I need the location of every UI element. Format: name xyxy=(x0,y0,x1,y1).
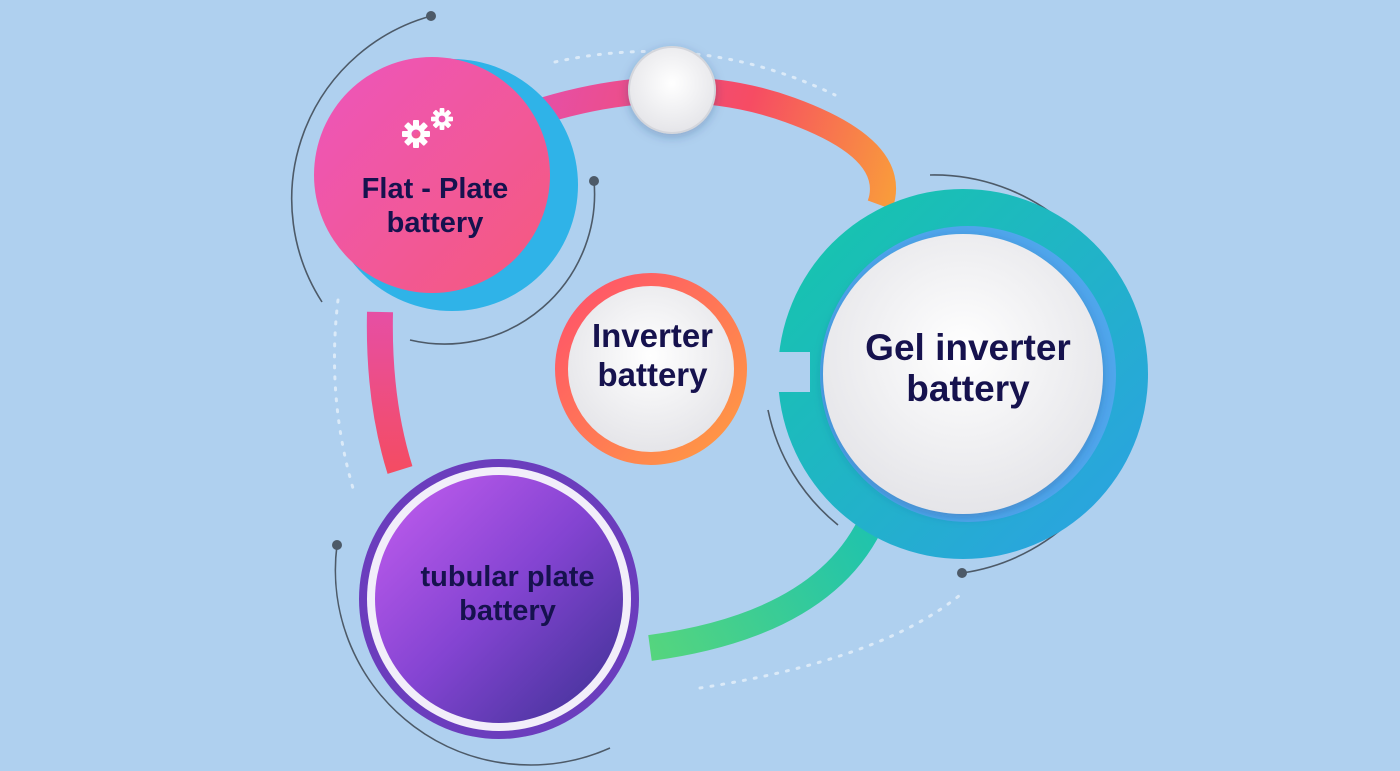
gel-label: Gel inverter battery xyxy=(848,327,1088,410)
thin-arc-dot xyxy=(957,568,967,578)
flat-plate-label: Flat - Plate battery xyxy=(335,172,535,240)
center-node xyxy=(568,286,734,452)
gel-ring-gap xyxy=(770,352,810,392)
thin-arc-tubular xyxy=(334,544,611,766)
dotted-arc-left xyxy=(333,298,357,497)
inverter-label-line1: Inverter xyxy=(591,317,714,354)
tubular-label-line1: tubular plate xyxy=(420,561,595,593)
inverter-label: Inverter battery xyxy=(565,317,740,395)
gel-label-line1: Gel inverter xyxy=(865,327,1071,368)
thin-arc-flat-outer xyxy=(291,15,432,303)
thin-arc-flat-inner xyxy=(409,180,596,345)
gel-label-line2: battery xyxy=(906,368,1030,410)
connector-arc-left xyxy=(366,311,413,474)
thin-arc-gel-inner xyxy=(767,409,839,526)
dotted-arc-bottom xyxy=(698,593,962,690)
flat-plate-node xyxy=(314,57,550,293)
thin-arc-dot xyxy=(426,11,436,21)
flat-plate-label-line2: battery xyxy=(386,207,484,240)
flat-plate-label-line1: Flat - Plate xyxy=(361,173,509,205)
gears-icon xyxy=(402,108,453,148)
tubular-label: tubular plate battery xyxy=(385,560,630,628)
connector-arc-bottom xyxy=(648,518,882,661)
tubular-node xyxy=(375,475,623,723)
connector-arc-top xyxy=(541,77,897,210)
tubular-label-line2: battery xyxy=(459,595,556,628)
thin-arc-dot xyxy=(589,176,599,186)
inverter-label-line2: battery xyxy=(597,355,708,393)
thin-arc-dot xyxy=(332,540,342,550)
gel-node xyxy=(823,234,1103,514)
top-node-circle xyxy=(628,46,716,134)
